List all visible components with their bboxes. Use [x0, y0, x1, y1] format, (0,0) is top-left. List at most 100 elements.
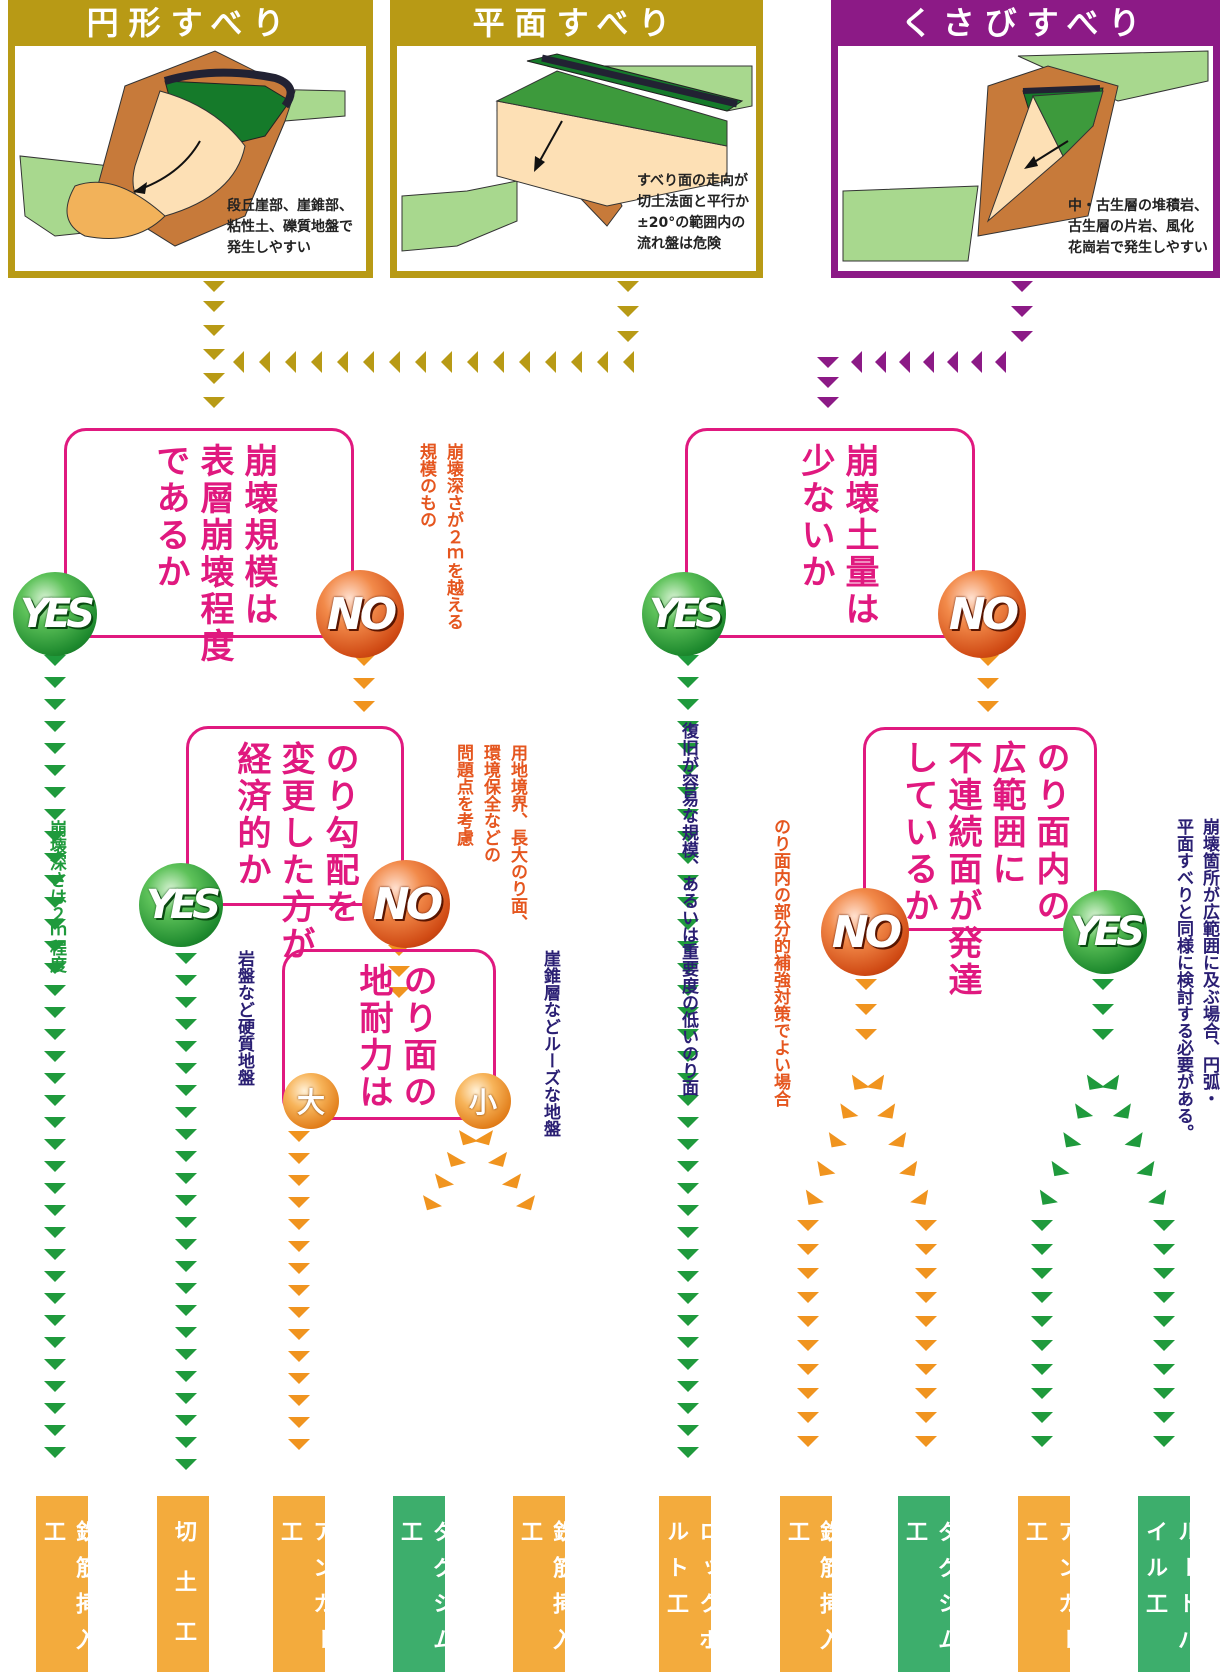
arrow-mark	[677, 1249, 699, 1260]
arrow-mark	[1153, 1388, 1175, 1399]
arrow-mark	[288, 1131, 310, 1142]
arrow-mark	[899, 351, 910, 373]
arrow-mark	[288, 1285, 310, 1296]
arrow-mark	[817, 357, 839, 368]
arrow-mark	[44, 655, 66, 666]
panel-note: 段丘崖部、崖錐部、 粘性土、礫質地盤で 発生しやすい	[227, 198, 353, 256]
arrow-mark	[44, 809, 66, 820]
arrow-mark	[44, 1161, 66, 1172]
method-label: 切土工	[171, 1520, 196, 1670]
arrow-mark	[855, 1029, 877, 1040]
arrow-mark	[845, 1074, 870, 1097]
arrow-mark	[811, 1160, 836, 1183]
arrow-mark	[175, 1151, 197, 1162]
arrow-mark	[44, 1249, 66, 1260]
arrow-mark	[44, 1381, 66, 1392]
arrow-mark	[175, 1107, 197, 1118]
yes-badge: YES	[1063, 890, 1147, 974]
arrow-mark	[175, 1349, 197, 1360]
arrow-mark	[259, 351, 270, 373]
arrow-mark	[175, 1371, 197, 1382]
arrow-mark	[1153, 1244, 1175, 1255]
arrow-mark	[44, 1403, 66, 1414]
arrow-mark	[677, 677, 699, 688]
arrow-mark	[1031, 1220, 1053, 1231]
note-deep-failure: 崩壊深さが２ｍを越える 規模のもの	[416, 443, 463, 630]
arrow-mark	[977, 678, 999, 689]
arrow-mark	[1148, 1189, 1173, 1212]
arrow-mark	[288, 1329, 310, 1340]
arrow-mark	[915, 1292, 937, 1303]
arrow-mark	[817, 397, 839, 408]
arrow-mark	[822, 1132, 847, 1154]
arrow-mark	[175, 1173, 197, 1184]
arrow-mark	[1031, 1292, 1053, 1303]
arrow-mark	[923, 351, 934, 373]
arrow-mark	[175, 1283, 197, 1294]
circular-slide-illustration	[19, 50, 346, 247]
arrow-mark	[915, 1412, 937, 1423]
arrow-mark	[1136, 1160, 1161, 1183]
arrow-mark	[1031, 1364, 1053, 1375]
no-badge: NO	[821, 888, 909, 976]
no-badge: NO	[362, 860, 450, 948]
arrow-mark	[1011, 306, 1033, 317]
arrow-mark	[855, 979, 877, 990]
yes-badge: YES	[139, 863, 223, 947]
method-column: ルートパイル工	[1138, 1496, 1199, 1672]
arrow-mark	[915, 1436, 937, 1447]
arrow-mark	[288, 1395, 310, 1406]
planar-slide-illustration	[401, 53, 753, 252]
arrow-mark	[571, 351, 582, 373]
arrow-mark	[44, 699, 66, 710]
arrow-mark	[545, 351, 556, 373]
arrow-mark	[203, 349, 225, 360]
arrow-mark	[44, 1183, 66, 1194]
arrow-mark	[1153, 1220, 1175, 1231]
arrow-mark	[877, 1103, 902, 1125]
arrow-mark	[1011, 281, 1033, 292]
arrow-mark	[44, 1007, 66, 1018]
arrow-mark	[677, 1425, 699, 1436]
method-column: アンカー工	[1018, 1496, 1079, 1672]
arrow-mark	[875, 351, 886, 373]
yes-badge: YES	[13, 572, 97, 656]
arrow-mark	[677, 1227, 699, 1238]
method-column: ロックボルト工	[659, 1496, 720, 1672]
arrow-mark	[175, 1393, 197, 1404]
arrow-mark	[175, 1063, 197, 1074]
arrow-mark	[203, 373, 225, 384]
arrow-mark	[175, 997, 197, 1008]
large-badge: 大	[283, 1073, 339, 1129]
arrow-mark	[677, 1381, 699, 1392]
arrow-mark	[797, 1340, 819, 1351]
arrow-mark	[1031, 1412, 1053, 1423]
method-label: アンカー工	[277, 1520, 334, 1664]
arrow-mark	[441, 351, 452, 373]
arrow-mark	[44, 1271, 66, 1282]
arrow-mark	[1153, 1436, 1175, 1447]
yes-badge: YES	[642, 572, 726, 656]
arrow-mark	[417, 1195, 443, 1216]
arrow-mark	[175, 1129, 197, 1140]
arrow-mark	[1153, 1316, 1175, 1327]
arrow-mark	[288, 1351, 310, 1362]
arrow-mark	[288, 1373, 310, 1384]
arrow-mark	[203, 397, 225, 408]
arrow-mark	[915, 1364, 937, 1375]
arrow-mark	[1153, 1412, 1175, 1423]
arrow-mark	[947, 351, 958, 373]
arrow-mark	[617, 306, 639, 317]
arrow-mark	[175, 1437, 197, 1448]
arrow-mark	[473, 1130, 499, 1151]
arrow-mark	[851, 351, 862, 373]
panel-circular-slide: 円形すべり 段丘崖部、崖錐部、 粘性土、礫質地盤で 発生しやすい	[8, 0, 373, 278]
arrow-mark	[915, 1220, 937, 1231]
method-column: アンカー工	[273, 1496, 334, 1672]
arrow-mark	[175, 975, 197, 986]
method-column: スーパーダグシム工	[898, 1496, 991, 1672]
arrow-mark	[677, 1271, 699, 1282]
decision-box-slope-change	[186, 726, 404, 906]
question-bearing-capacity: のり面の 地耐力は	[353, 963, 437, 1111]
arrow-mark	[677, 1117, 699, 1128]
